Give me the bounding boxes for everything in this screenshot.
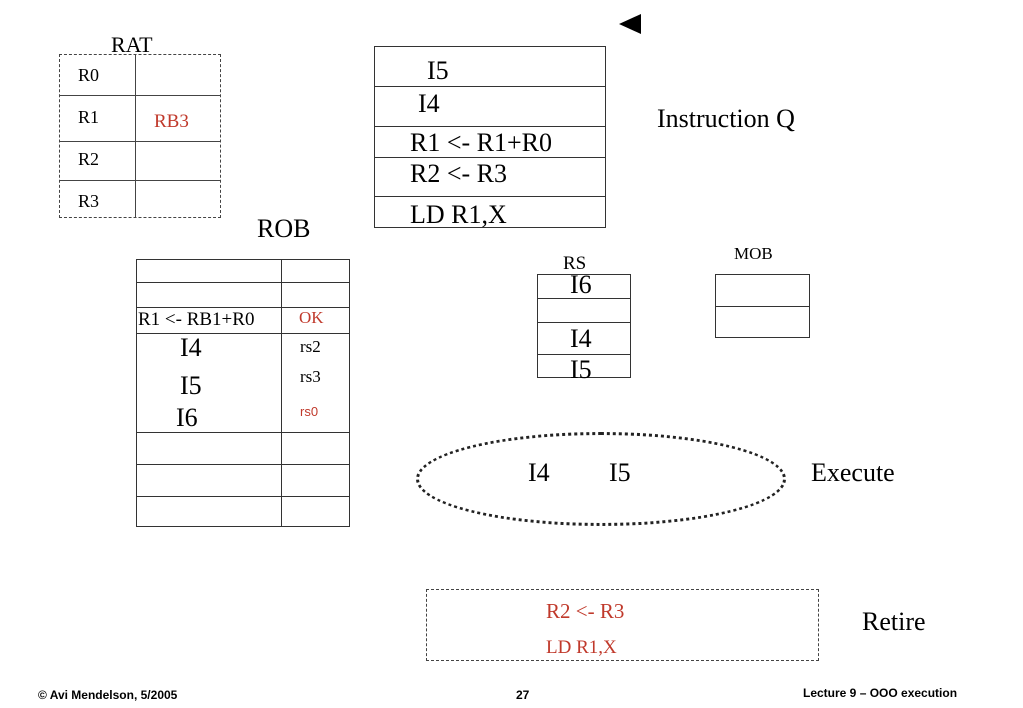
retire-item: LD R1,X: [546, 637, 617, 658]
rat-value-r1: RB3: [154, 111, 189, 132]
rat-title: RAT: [111, 32, 153, 57]
rob-entry-instr: R1 <- RB1+R0: [138, 309, 255, 330]
mob-row-divider: [715, 306, 810, 307]
rs-row-divider: [537, 298, 631, 299]
rob-row-divider: [136, 464, 350, 465]
rob-entry-instr: I4: [180, 333, 202, 362]
rs-entry: I5: [570, 355, 592, 384]
instruction-queue: [374, 46, 606, 228]
rob-entry-status: rs2: [300, 337, 321, 356]
rob-column-divider: [281, 259, 282, 527]
rs-row-divider: [537, 322, 631, 323]
iq-divider: [374, 126, 606, 127]
footer-copyright: © Avi Mendelson, 5/2005: [38, 688, 178, 702]
rat-column-divider: [135, 54, 136, 218]
retire-area: [426, 589, 819, 661]
pointer-triangle-icon: [619, 14, 641, 34]
rat-reg-r2: R2: [78, 149, 100, 169]
rob-table: [136, 259, 350, 527]
iq-divider: [374, 86, 606, 87]
mob-title: MOB: [734, 244, 773, 263]
rat-row-divider: [59, 180, 221, 181]
footer-lecture-title: Lecture 9 – OOO execution: [803, 686, 958, 700]
iq-entry: LD R1,X: [410, 200, 507, 229]
rat-reg-r0: R0: [78, 65, 100, 85]
rs-row-divider: [537, 354, 631, 355]
iq-entry: I4: [418, 89, 440, 118]
iq-entry: R2 <- R3: [410, 159, 508, 188]
iq-divider: [374, 157, 606, 158]
iq-entry: I5: [427, 56, 449, 85]
rob-entry-status: rs0: [300, 404, 319, 419]
execute-item: I4: [528, 458, 550, 487]
instruction-q-label: Instruction Q: [657, 104, 795, 133]
execute-unit: [416, 432, 786, 526]
rat-reg-r1: R1: [78, 107, 100, 127]
rob-entry-status: rs3: [300, 367, 321, 386]
rob-row-divider: [136, 307, 350, 308]
iq-entry: R1 <- R1+R0: [410, 128, 553, 157]
rob-entry-instr: I5: [180, 371, 202, 400]
rat-table: [59, 54, 221, 218]
rat-row-divider: [59, 141, 221, 142]
rat-row-divider: [59, 95, 221, 96]
rs-title: RS: [563, 253, 587, 274]
retire-item: R2 <- R3: [546, 599, 625, 623]
rob-entry-instr: I6: [176, 403, 198, 432]
iq-divider: [374, 196, 606, 197]
execute-item: I5: [609, 458, 631, 487]
rob-row-divider: [136, 496, 350, 497]
rs-entry: I6: [570, 270, 592, 299]
rob-title: ROB: [257, 214, 311, 243]
execute-label: Execute: [811, 458, 895, 487]
retire-label: Retire: [862, 607, 926, 636]
rat-reg-r3: R3: [78, 191, 100, 211]
footer-page-number: 27: [516, 688, 530, 702]
rob-entry-status: OK: [299, 308, 324, 327]
rob-row-divider: [136, 432, 350, 433]
rs-table: [537, 274, 631, 378]
rob-row-divider: [136, 333, 350, 334]
rs-entry: I4: [570, 324, 592, 353]
rob-row-divider: [136, 282, 350, 283]
